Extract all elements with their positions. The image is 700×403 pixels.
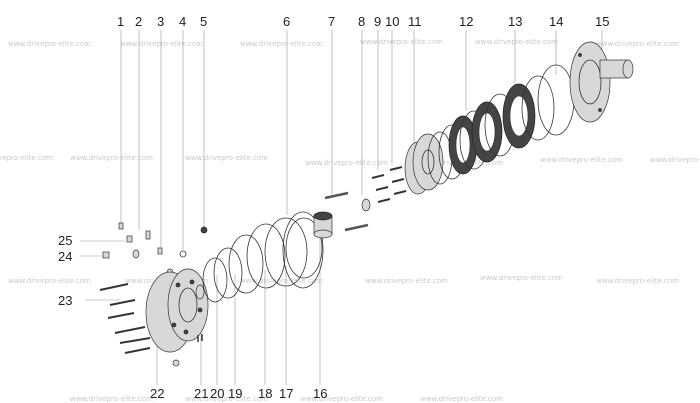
bolts (99, 283, 151, 354)
callout-4: 4 (179, 14, 186, 29)
callout-18: 18 (258, 386, 272, 401)
sun-gear (313, 211, 333, 239)
callout-21: 21 (194, 386, 208, 401)
carrier (404, 133, 444, 195)
watermark-2: www.drivepro-elite.com (120, 40, 203, 48)
callout-20: 20 (210, 386, 224, 401)
callout-25: 25 (58, 233, 72, 248)
callout-12: 12 (459, 14, 473, 29)
watermark-6: www.drivepro-elite.com (596, 40, 679, 48)
callout-17: 17 (279, 386, 293, 401)
watermark-12: www.drivepro-elite.com (540, 156, 623, 164)
watermark-22: www.drivepro-elite.com (300, 395, 383, 403)
callout-2: 2 (135, 14, 142, 29)
watermark-20: www.drivepro-elite.com (70, 395, 153, 403)
watermark-23: www.drivepro-elite.com (420, 395, 503, 403)
callout-22: 22 (150, 386, 164, 401)
watermark-5: www.drivepro-elite.com (475, 38, 558, 46)
callout-3: 3 (157, 14, 164, 29)
watermark-7: www.drivepro-elite.com (0, 154, 53, 162)
watermark-19: www.drivepro-elite.com (596, 277, 679, 285)
watermark-16: www.drivepro-elite.com (240, 277, 323, 285)
watermark-9: www.drivepro-elite.com (185, 154, 268, 162)
large-ring (282, 211, 324, 289)
callout-11: 11 (408, 14, 422, 29)
callout-labels: 1 2 3 4 5 6 7 8 9 10 11 12 13 14 15 16 1… (58, 14, 609, 401)
output-shaft (569, 41, 634, 123)
watermark-17: www.drivepro-elite.com (365, 277, 448, 285)
callout-5: 5 (200, 14, 207, 29)
watermark-layer: www.drivepro-elite.com www.drivepro-elite… (0, 38, 700, 403)
callout-9: 9 (374, 14, 381, 29)
callout-10: 10 (385, 14, 399, 29)
leader-lines (80, 30, 603, 385)
callout-24: 24 (58, 249, 72, 264)
callout-15: 15 (595, 14, 609, 29)
watermark-4: www.drivepro-elite.com (360, 38, 443, 46)
pins (324, 191, 371, 232)
callout-6: 6 (283, 14, 290, 29)
callout-13: 13 (508, 14, 522, 29)
watermark-14: www.drivepro-elite.com (8, 277, 91, 285)
callout-16: 16 (313, 386, 327, 401)
watermark-1: www.drivepro-elite.com (8, 40, 91, 48)
friction-discs (427, 64, 575, 185)
callout-14: 14 (549, 14, 563, 29)
watermark-13: www.drivepro-elite.com (650, 156, 700, 164)
callout-7: 7 (328, 14, 335, 29)
watermark-18: www.drivepro-elite.com (480, 274, 563, 282)
callout-23: 23 (58, 293, 72, 308)
watermark-8: www.drivepro-elite.com (70, 154, 153, 162)
studs (371, 166, 407, 203)
callout-8: 8 (358, 14, 365, 29)
watermark-3: www.drivepro-elite.com (240, 40, 323, 48)
callout-19: 19 (228, 386, 242, 401)
seal-rings (195, 217, 323, 303)
watermark-21: www.drivepro-elite.com (185, 395, 268, 403)
callout-1: 1 (117, 14, 124, 29)
housing (145, 268, 209, 353)
watermark-10: www.drivepro-elite.com (305, 159, 388, 167)
